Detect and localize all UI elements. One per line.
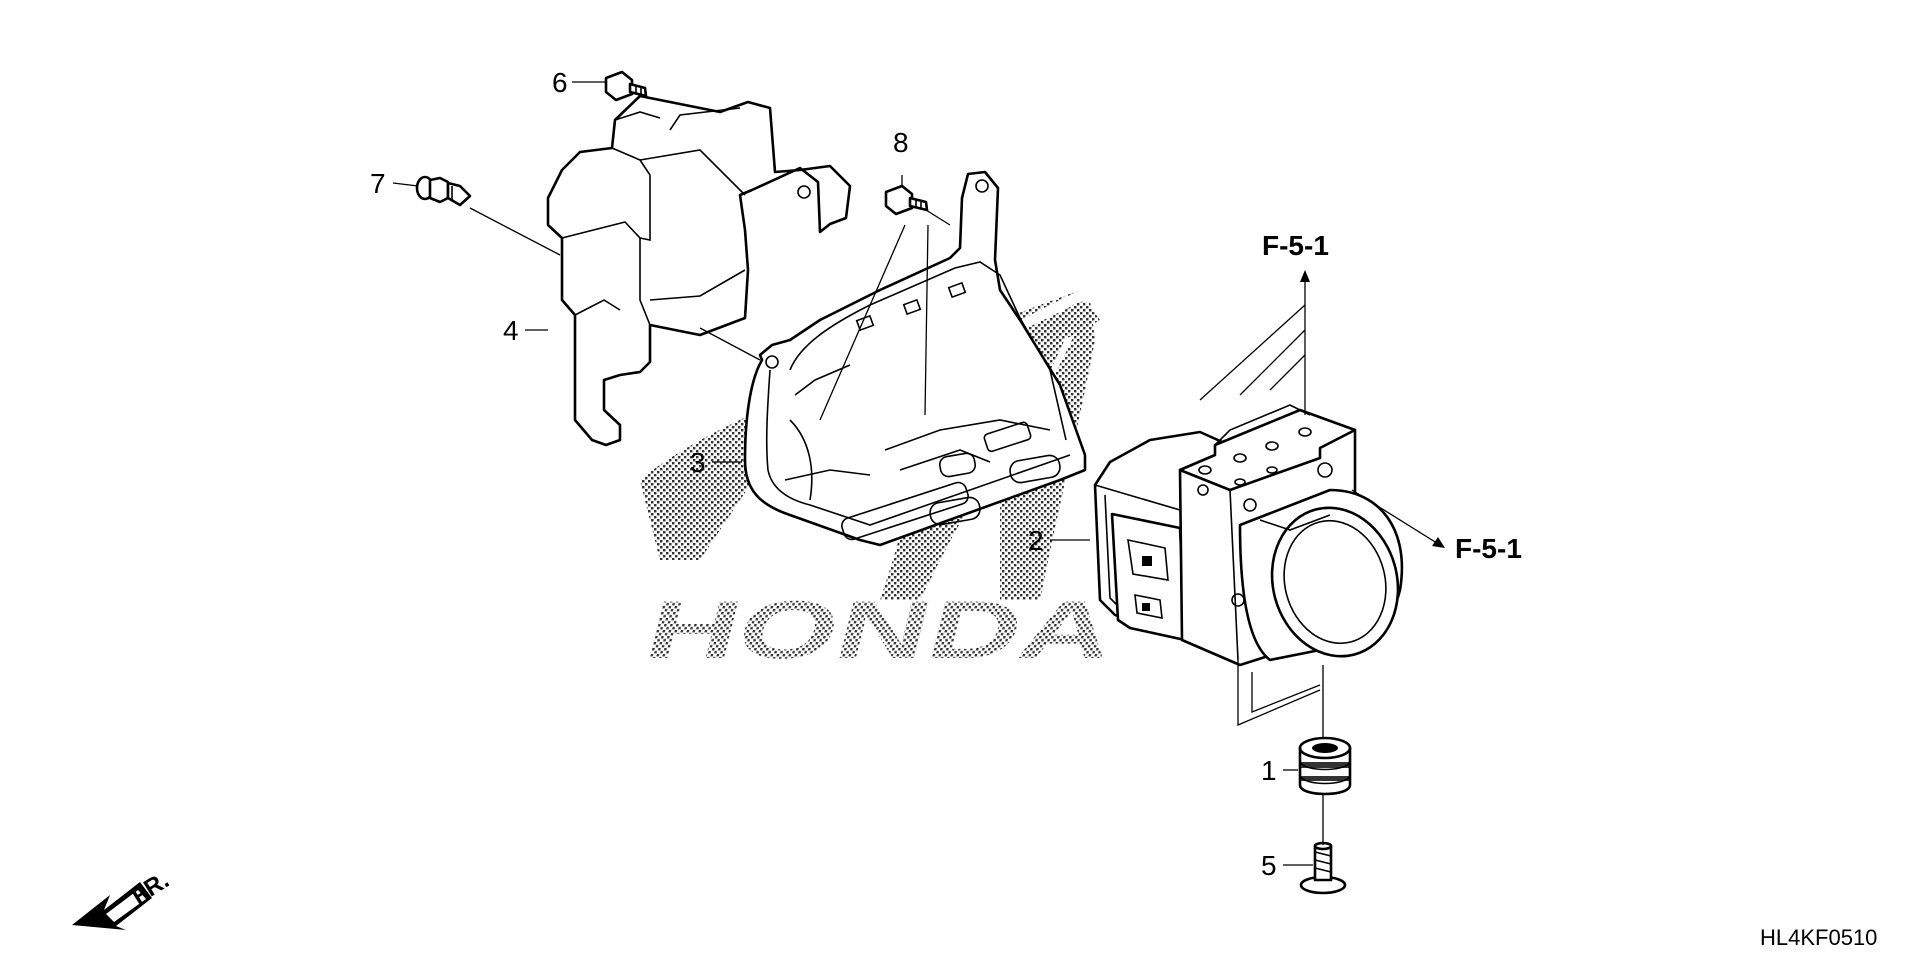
front-direction-arrow-icon [72, 882, 152, 930]
reference-f-5-1-right[interactable]: F-5-1 [1455, 533, 1522, 564]
part-1-grommet [1298, 736, 1352, 796]
callout-2: 2 [1028, 525, 1044, 556]
callout-7: 7 [370, 168, 386, 199]
part-2-abs-modulator [1093, 404, 1404, 667]
callout-8: 8 [893, 127, 909, 158]
leader-lines [392, 81, 1445, 866]
part-8-bolt [884, 184, 929, 216]
part-5-bolt [1299, 841, 1347, 895]
reference-f-5-1-up[interactable]: F-5-1 [1262, 230, 1329, 261]
diagram-code: HL4KF0510 [1760, 925, 1877, 950]
callout-1: 1 [1261, 755, 1277, 786]
part-4-cover [546, 94, 852, 447]
honda-watermark-text: HONDA [637, 584, 1125, 676]
callout-5: 5 [1261, 850, 1277, 881]
part-7-clip [415, 175, 472, 207]
callout-3: 3 [690, 447, 706, 478]
part-6-bolt [604, 70, 648, 102]
callout-4: 4 [503, 315, 519, 346]
part-3-bracket [743, 170, 1087, 547]
callout-6: 6 [552, 67, 568, 98]
